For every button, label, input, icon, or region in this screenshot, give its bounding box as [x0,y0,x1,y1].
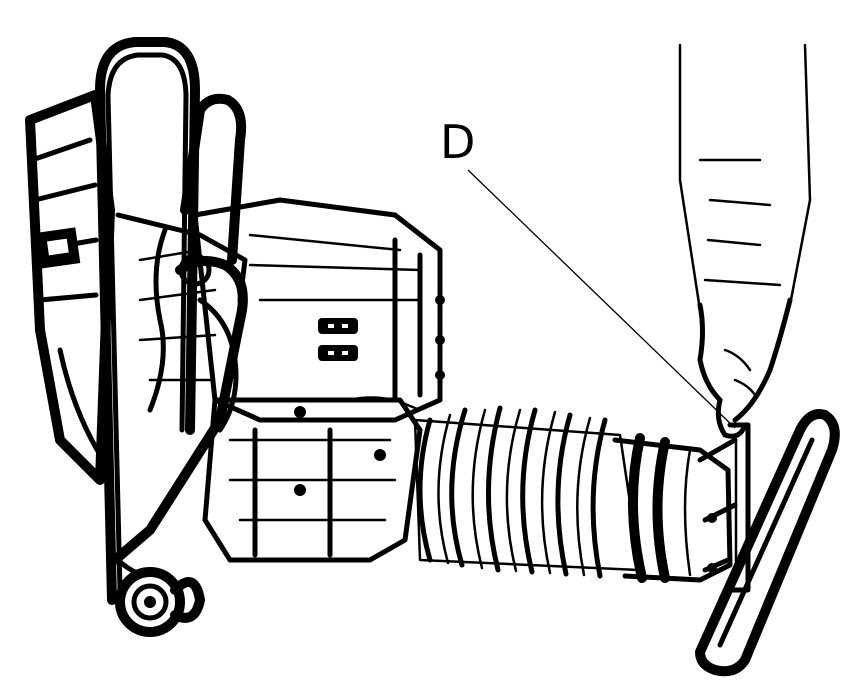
guide-tube [612,433,738,583]
engine-block [138,197,445,433]
base-housing [202,396,423,563]
callout-d: D [440,115,736,429]
engine-housing [25,90,115,485]
handle-frame [95,37,248,605]
tamping-shoe [695,409,840,677]
rammer-machine [25,37,840,677]
transport-wheel [115,557,205,637]
callout-d-label: D [440,115,475,169]
callout-d-leader-line [467,169,736,429]
bellows [413,405,642,579]
operator-arm [678,43,812,439]
